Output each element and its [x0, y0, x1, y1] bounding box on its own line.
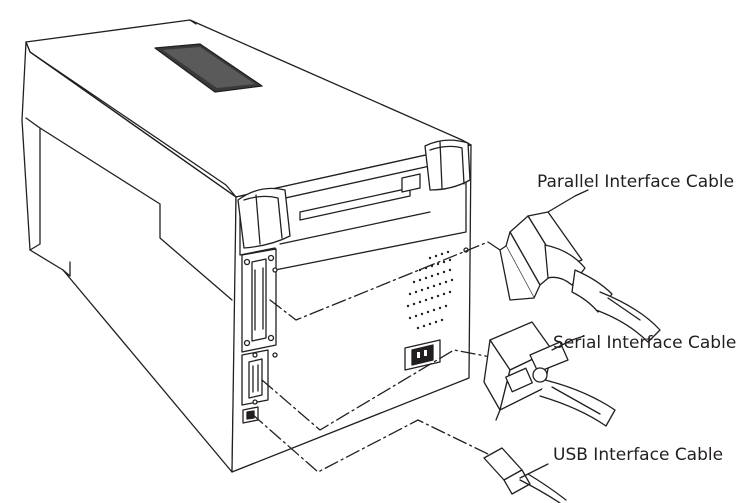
printer-body [21, 19, 472, 473]
serial-port [241, 349, 269, 406]
parallel-port [241, 248, 277, 353]
parallel-cable [499, 189, 661, 343]
serial-cable [483, 321, 616, 427]
left-guide-knob [237, 187, 291, 249]
usb-cable [483, 447, 567, 503]
right-guide-knob [424, 139, 471, 191]
usb-cable-label: USB Interface Cable [553, 445, 724, 465]
usb-guide-line [251, 413, 491, 473]
serial-guide-line [261, 349, 497, 431]
power-inlet-icon [404, 339, 441, 371]
serial-cable-label: Serial Interface Cable [553, 333, 737, 353]
usb-port-icon [242, 406, 259, 424]
parallel-cable-label: Parallel Interface Cable [537, 172, 735, 192]
